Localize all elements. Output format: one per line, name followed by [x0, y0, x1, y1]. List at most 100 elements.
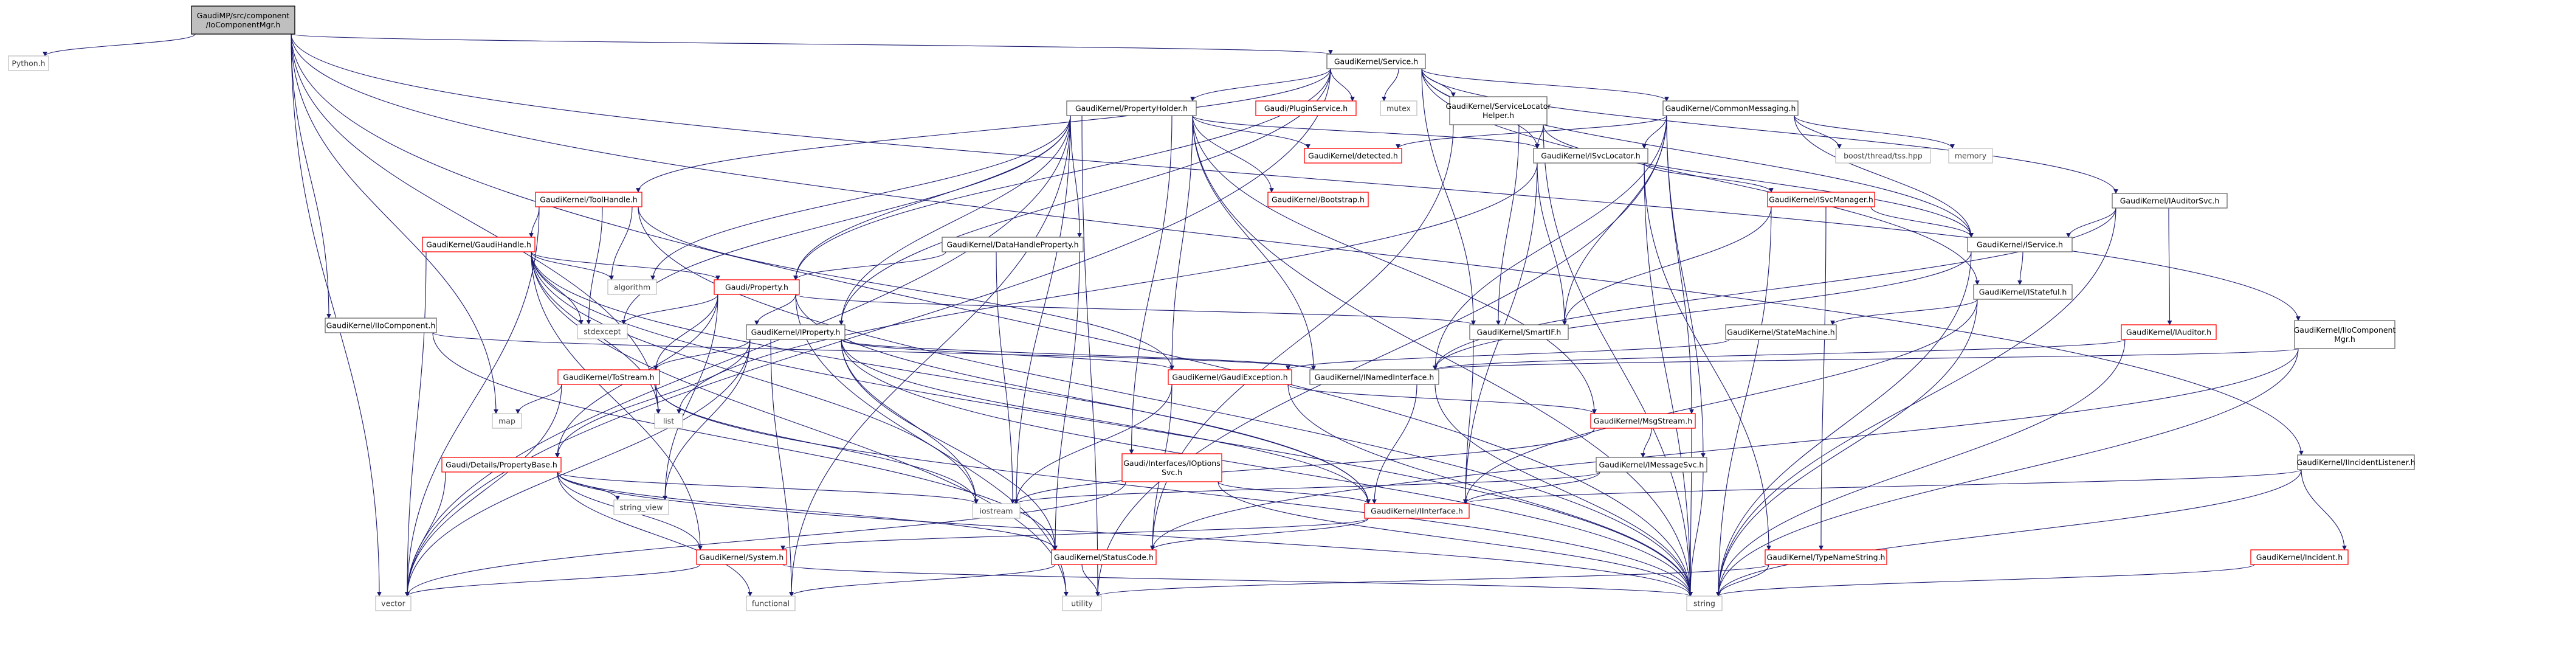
edge-ioptionssvc-to-vector: [405, 481, 1126, 597]
node-gaudiexc[interactable]: GaudiKernel/GaudiException.h: [1168, 369, 1292, 385]
node-python: Python.h: [8, 55, 49, 71]
edge-gaudihandle-to-system: [531, 251, 703, 550]
edge-isvcmanager-to-smartif: [1562, 206, 1772, 325]
edge-iproperty-to-iinterface: [841, 339, 1371, 504]
edge-isvclocator-to-list: [677, 162, 1538, 414]
edge-line: [1421, 68, 2118, 194]
node-box: [696, 549, 787, 565]
node-pluginsvc[interactable]: Gaudi/PluginService.h: [1255, 100, 1357, 116]
edge-line: [795, 294, 1476, 325]
edge-line: [770, 339, 794, 597]
node-label: GaudiKernel/MsgStream.h: [1594, 417, 1693, 426]
node-gaudihandle[interactable]: GaudiKernel/GaudiHandle.h: [422, 237, 536, 252]
node-commmsg[interactable]: GaudiKernel/CommonMessaging.h: [1662, 100, 1799, 116]
edge-line: [1463, 471, 1600, 504]
node-toolhandle[interactable]: GaudiKernel/ToolHandle.h: [535, 192, 642, 207]
edge-commmsg-to-imessagesvc: [1666, 115, 1706, 458]
node-iauditorsvc[interactable]: GaudiKernel/IAuditorSvc.h: [2112, 193, 2228, 209]
edge-statuscode-to-utility: [1081, 564, 1100, 597]
node-root[interactable]: GaudiMP/src/component/IoComponentMgr.h: [191, 5, 295, 35]
edge-line: [557, 471, 752, 597]
edge-line: [1433, 339, 2126, 370]
node-box: [1967, 237, 2073, 252]
node-iinterface[interactable]: GaudiKernel/IInterface.h: [1364, 503, 1470, 519]
node-vector: vector: [375, 595, 412, 611]
node-datahandleprop[interactable]: GaudiKernel/DataHandleProperty.h: [942, 237, 1084, 252]
node-statuscode[interactable]: GaudiKernel/StatusCode.h: [1051, 549, 1157, 565]
node-tostream[interactable]: GaudiKernel/ToStream.h: [557, 369, 660, 385]
node-algorithm: algorithm: [607, 279, 657, 295]
node-iocomp[interactable]: GaudiKernel/IIoComponent.h: [325, 318, 437, 333]
node-iauditor[interactable]: GaudiKernel/IAuditor.h: [2121, 324, 2217, 340]
edge-line: [1433, 207, 2116, 370]
node-propbase[interactable]: Gaudi/Details/PropertyBase.h: [441, 457, 562, 473]
node-label: vector: [381, 599, 406, 608]
edge-line: [1716, 564, 2255, 597]
edge-system-to-string: [782, 564, 1693, 597]
edge-line: [1192, 115, 1274, 193]
node-incident[interactable]: GaudiKernel/Incident.h: [2250, 549, 2349, 565]
node-isvcmanager[interactable]: GaudiKernel/ISvcManager.h: [1767, 192, 1875, 207]
node-box: [1449, 96, 1548, 125]
edge-line: [677, 162, 1538, 414]
node-iservice[interactable]: GaudiKernel/IService.h: [1967, 237, 2073, 252]
node-memory: memory: [1948, 148, 1993, 164]
node-inamed[interactable]: GaudiKernel/INamedInterface.h: [1309, 369, 1439, 385]
node-system[interactable]: GaudiKernel/System.h: [696, 549, 787, 565]
edge-datahandleprop-to-property: [793, 251, 946, 280]
edge-line: [1644, 162, 1693, 597]
edge-root-to-iincl: [291, 33, 2304, 456]
edge-service-to-toolhandle: [636, 68, 1331, 193]
edge-iservice-to-istateful: [2017, 251, 2023, 285]
edge-line: [1537, 162, 1567, 325]
node-iproperty[interactable]: GaudiKernel/IProperty.h: [746, 324, 845, 340]
edge-line: [531, 251, 1069, 597]
edge-line: [789, 115, 1071, 597]
node-box: [1533, 148, 1648, 164]
node-label: GaudiKernel/Incident.h: [2256, 553, 2343, 562]
node-statemachine[interactable]: GaudiKernel/StateMachine.h: [1725, 324, 1837, 340]
node-property[interactable]: Gaudi/Property.h: [714, 279, 800, 295]
node-label: GaudiKernel/INamedInterface.h: [1315, 373, 1434, 382]
edge-line: [405, 481, 1126, 597]
edge-service-to-pluginsvc: [1330, 68, 1355, 102]
edge-line: [291, 33, 2304, 456]
node-label: functional: [752, 599, 790, 608]
node-box: [2297, 454, 2415, 470]
node-box: [441, 457, 562, 473]
node-imessagesvc[interactable]: GaudiKernel/IMessageSvc.h: [1596, 457, 1707, 473]
edge-root-to-python: [43, 33, 196, 57]
node-iincl[interactable]: GaudiKernel/IIncidentListener.h: [2296, 454, 2416, 470]
node-smartif[interactable]: GaudiKernel/SmartIF.h: [1469, 324, 1569, 340]
node-msgstream[interactable]: GaudiKernel/MsgStream.h: [1590, 413, 1696, 429]
edge-inamed-to-iinterface: [1372, 384, 1417, 504]
node-box: [375, 595, 412, 611]
edge-line: [996, 251, 1015, 504]
node-box: [2294, 320, 2395, 349]
edge-tostream-to-vector: [405, 384, 562, 597]
node-service[interactable]: GaudiKernel/Service.h: [1326, 54, 1426, 69]
node-box: [1686, 595, 1723, 611]
node-box: [1364, 503, 1470, 519]
edge-line: [1217, 481, 1693, 597]
edge-line: [555, 339, 751, 458]
edge-line: [1794, 115, 1842, 149]
node-detected[interactable]: GaudiKernel/detected.h: [1304, 148, 1402, 164]
node-label: GaudiKernel/ISvcLocator.h: [1541, 151, 1640, 161]
edge-line: [1287, 384, 1597, 414]
node-istateful[interactable]: GaudiKernel/IStateful.h: [1973, 284, 2073, 300]
node-bootstrap[interactable]: GaudiKernel/Bootstrap.h: [1267, 192, 1369, 207]
edge-line: [1794, 115, 1974, 238]
edge-propholder-to-inamed: [1192, 115, 1316, 370]
node-propholder[interactable]: GaudiKernel/PropertyHolder.h: [1066, 100, 1197, 116]
edge-svclochelper-to-string: [1543, 124, 1693, 597]
node-typenamestr[interactable]: GaudiKernel/TypeNameString.h: [1765, 549, 1887, 565]
edge-iocompmgr-to-string: [1716, 348, 2299, 597]
node-box: [2121, 324, 2217, 340]
node-box: [1662, 100, 1799, 116]
edge-line: [1642, 115, 1667, 149]
node-isvclocator[interactable]: GaudiKernel/ISvcLocator.h: [1533, 148, 1648, 164]
